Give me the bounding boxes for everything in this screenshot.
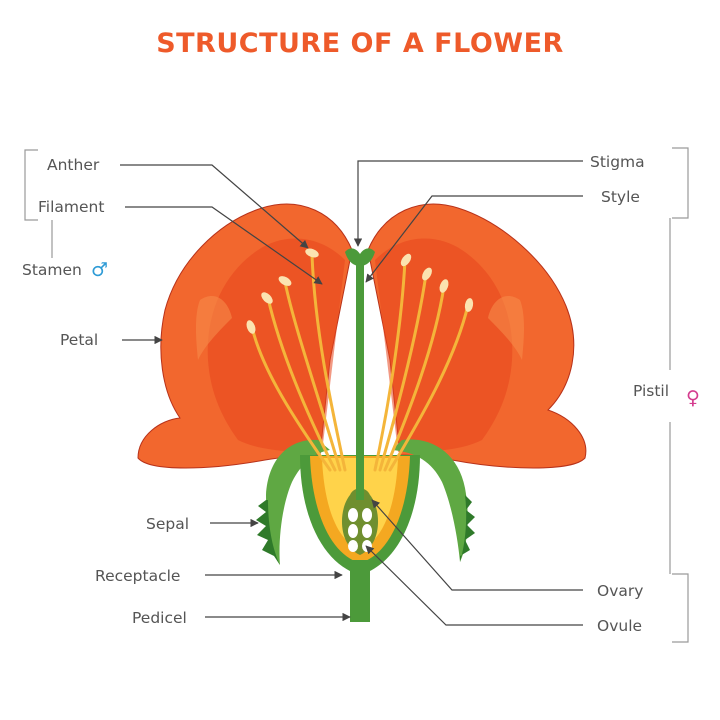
label-sepal: Sepal: [146, 515, 189, 533]
label-filament: Filament: [38, 198, 104, 216]
right-petal-inner: [375, 238, 513, 452]
stigma-leader: [353, 160, 583, 247]
style-leader: [365, 195, 583, 283]
right-sepal-serration: [460, 495, 475, 562]
label-pistil: Pistil: [633, 382, 669, 400]
left-sepal: [266, 439, 330, 565]
pistil-bracket-top: [672, 147, 689, 219]
stamen-bracket: [24, 149, 38, 221]
ovules: [348, 508, 372, 552]
right-sepal: [392, 439, 468, 562]
label-style: Style: [601, 188, 640, 206]
male-symbol-icon: ♂: [91, 259, 108, 281]
ovary-cavity: [341, 488, 379, 555]
leader-lines: [120, 160, 583, 626]
label-ovary: Ovary: [597, 582, 643, 600]
label-anther: Anther: [47, 156, 100, 174]
anthers: [246, 248, 474, 334]
flower-illustration: [137, 203, 587, 622]
page-title: STRUCTURE OF A FLOWER: [156, 28, 564, 59]
pistil-bracket-bottom: [672, 573, 689, 643]
left-sepal-serration: [256, 500, 280, 565]
label-stamen: Stamen: [22, 261, 82, 279]
right-petal-highlight: [488, 296, 524, 360]
ovary-leader: [371, 499, 583, 591]
brackets: [24, 147, 689, 643]
left-petal-inner: [207, 238, 345, 452]
female-symbol-icon: ♀: [686, 387, 700, 409]
label-receptacle: Receptacle: [95, 567, 180, 585]
label-ovule: Ovule: [597, 617, 642, 635]
filament-leader: [125, 206, 323, 285]
pedicel: [350, 560, 370, 622]
filaments: [250, 253, 470, 472]
label-stigma: Stigma: [590, 153, 645, 171]
label-petal: Petal: [60, 331, 98, 349]
style: [356, 262, 364, 500]
labels: Anther Filament Stamen ♂ Petal Sepal Rec…: [22, 153, 700, 635]
left-petal-highlight: [196, 296, 232, 360]
stigma: [345, 248, 375, 266]
anther-leader: [120, 164, 309, 249]
label-pedicel: Pedicel: [132, 609, 187, 627]
ovule-leader: [365, 545, 583, 626]
